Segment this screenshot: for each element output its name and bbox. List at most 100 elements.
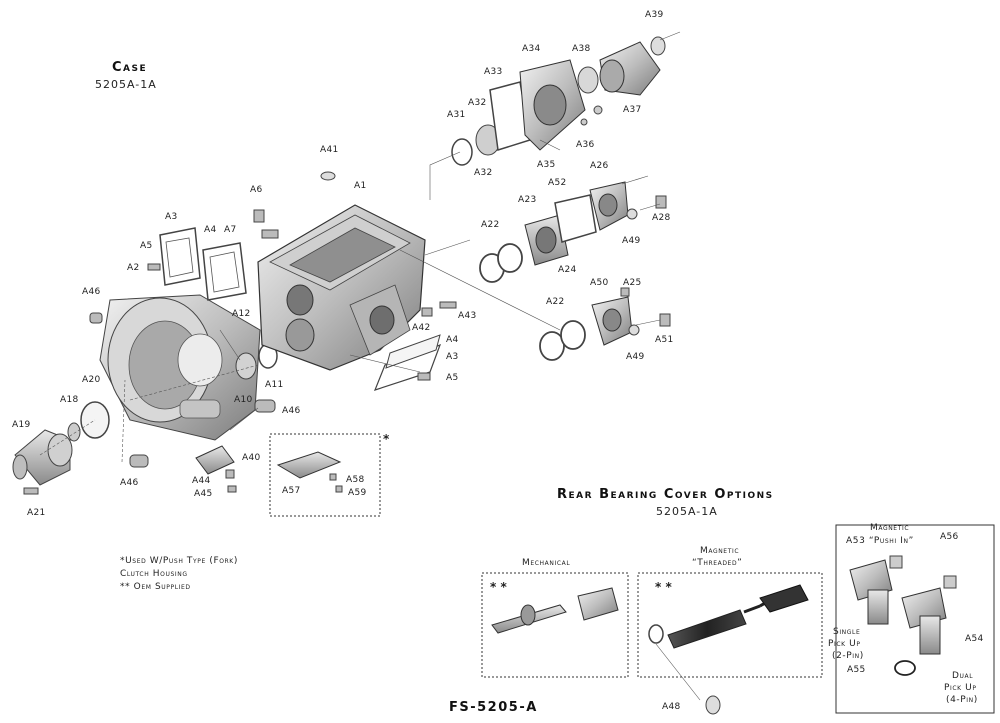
- label-a3: A3: [165, 212, 178, 222]
- label-a35: A35: [537, 160, 556, 170]
- label-a23: A23: [518, 195, 537, 205]
- bolt-a53: [889, 555, 903, 569]
- input-shaft-retainer: [12, 429, 73, 486]
- fork-a40: [195, 445, 235, 475]
- label-a25: A25: [623, 278, 642, 288]
- oring-a55: [894, 660, 916, 676]
- dual-pickup-caption-1: Dual: [952, 671, 974, 681]
- bolt-a28: [655, 195, 667, 209]
- label-a46: A46: [82, 287, 101, 297]
- label-a37: A37: [623, 105, 642, 115]
- dowel-a46c: [129, 454, 149, 468]
- label-a1: A1: [354, 181, 367, 191]
- dowel-a46b: [254, 399, 276, 413]
- gasket-a3: [159, 227, 201, 286]
- label-a3b: A3: [446, 352, 459, 362]
- seal-a48: [705, 695, 721, 715]
- model-number: FS-5205-A: [449, 700, 538, 715]
- ring-a22b: [539, 331, 565, 361]
- mechanical-gear-shaft: [491, 587, 619, 634]
- washer-a49b: [628, 324, 640, 336]
- label-a54: A54: [965, 634, 984, 644]
- label-a32: A32: [468, 98, 487, 108]
- label-a12: A12: [232, 309, 251, 319]
- label-a36: A36: [576, 140, 595, 150]
- seal-a10: [235, 352, 257, 380]
- bolt-a25: [620, 287, 630, 297]
- yoke-a39: [599, 36, 666, 96]
- transmission-case: [257, 204, 426, 371]
- oem-stars-magnetic: * *: [655, 580, 672, 594]
- bolt-a56: [943, 575, 957, 589]
- label-a5b: A5: [446, 373, 459, 383]
- rear-bearing-cover-part-number: 5205A-1A: [656, 505, 718, 518]
- plate-a4b: [385, 334, 441, 369]
- ring-a22b-2: [560, 320, 586, 350]
- label-a5: A5: [140, 241, 153, 251]
- case-part-number: 5205A-1A: [95, 78, 157, 91]
- label-a20: A20: [82, 375, 101, 385]
- single-pickup-caption-2: Pick Up: [828, 639, 861, 649]
- label-a4b: A4: [446, 335, 459, 345]
- label-a19: A19: [12, 420, 31, 430]
- label-a2: A2: [127, 263, 140, 273]
- label-a38: A38: [572, 44, 591, 54]
- label-a10: A10: [234, 395, 253, 405]
- bolt-a58: [329, 473, 337, 481]
- label-a50: A50: [590, 278, 609, 288]
- bolt-a43: [439, 301, 457, 309]
- case-title: Case: [112, 60, 148, 75]
- bolt-a5: [147, 263, 161, 271]
- bolt-a6: [253, 209, 265, 223]
- dowel-a46: [89, 312, 103, 324]
- label-a59: A59: [348, 488, 367, 498]
- label-a26: A26: [590, 161, 609, 171]
- bolt-a42: [421, 307, 433, 317]
- bolt-a59: [335, 485, 343, 493]
- dual-pickup-caption-2: Pick Up: [944, 683, 977, 693]
- mechanical-caption: Mechanical: [522, 558, 571, 568]
- label-a41: A41: [320, 145, 339, 155]
- plug-a37: [593, 105, 603, 115]
- bell-housing: [99, 294, 261, 441]
- label-a42: A42: [412, 323, 431, 333]
- label-a18: A18: [60, 395, 79, 405]
- label-a28: A28: [652, 213, 671, 223]
- label-a51: A51: [655, 335, 674, 345]
- label-a56: A56: [940, 532, 959, 542]
- bolt-a21: [23, 487, 39, 495]
- bracket-a57: [276, 451, 342, 479]
- magnetic-threaded-box: [637, 572, 823, 678]
- bolt-a7: [261, 229, 279, 239]
- push-type-note: *Used W/Push Type (Fork): [120, 556, 238, 566]
- push-type-star: *: [383, 432, 390, 446]
- push-type-note-2: Clutch Housing: [120, 569, 188, 579]
- label-a49: A49: [622, 236, 641, 246]
- gasket-a4: [202, 242, 247, 301]
- dual-pickup-caption-3: (4-Pin): [946, 695, 978, 705]
- magnetic-push-box: [835, 524, 995, 714]
- magnetic-push-caption-2: A53 “Pushi In”: [846, 536, 914, 546]
- magnetic-push-caption-1: Magnetic: [870, 523, 910, 533]
- single-pickup-caption-3: (2-Pin): [832, 651, 864, 661]
- label-a45: A45: [194, 489, 213, 499]
- plug-a41: [320, 171, 336, 181]
- bolt-a36: [580, 118, 588, 126]
- label-a46c: A46: [120, 478, 139, 488]
- single-pickup-caption-1: Single: [833, 627, 861, 637]
- label-a22: A22: [481, 220, 500, 230]
- bolt-a45: [227, 485, 237, 493]
- mechanical-box: [481, 572, 629, 678]
- label-a52: A52: [548, 178, 567, 188]
- label-a34: A34: [522, 44, 541, 54]
- ring-a22-2: [497, 243, 523, 273]
- label-a48: A48: [662, 702, 681, 712]
- bolt-a5b: [417, 372, 431, 381]
- seal-a38: [577, 66, 599, 94]
- seal-a18: [67, 422, 81, 442]
- label-a6: A6: [250, 185, 263, 195]
- label-a22b: A22: [546, 297, 565, 307]
- bolt-a44: [225, 469, 235, 479]
- label-a40: A40: [242, 453, 261, 463]
- label-a58: A58: [346, 475, 365, 485]
